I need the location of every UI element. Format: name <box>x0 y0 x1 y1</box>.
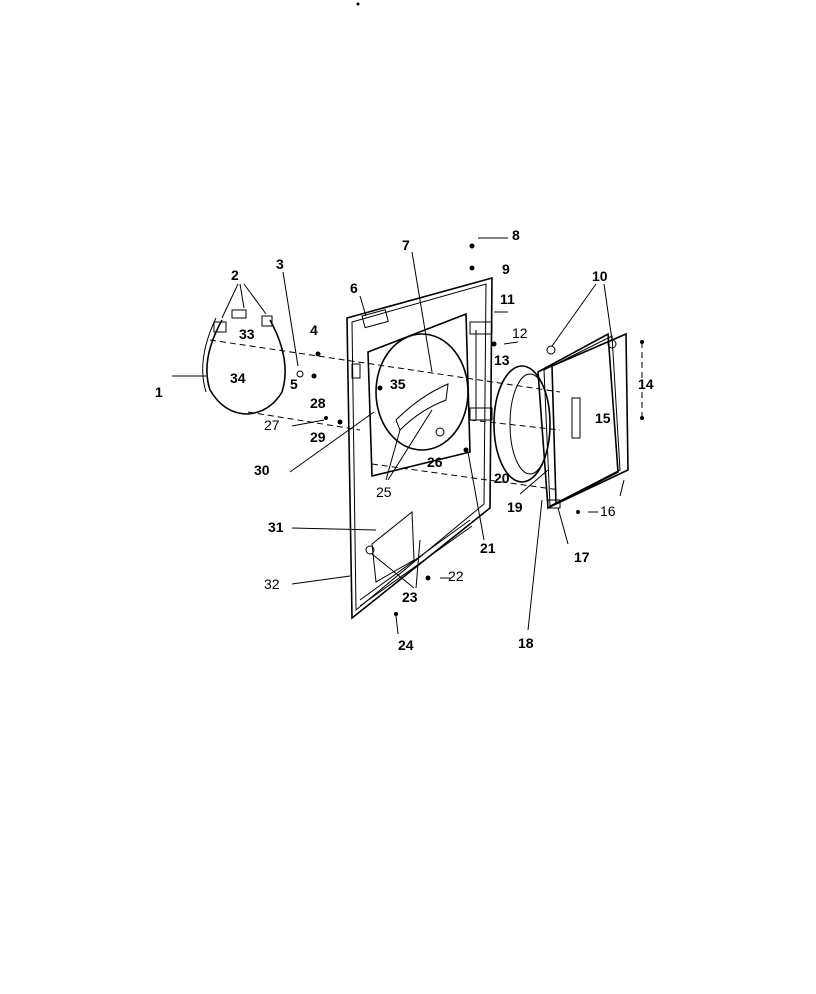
callout-31: 31 <box>268 519 284 535</box>
callout-20: 20 <box>494 470 510 486</box>
callout-9: 9 <box>502 261 510 277</box>
callout-18: 18 <box>518 635 534 651</box>
callout-16: 16 <box>600 503 616 519</box>
callout-25: 25 <box>376 484 392 500</box>
callout-3: 3 <box>276 256 284 272</box>
door <box>537 332 629 510</box>
callout-30: 30 <box>254 462 270 478</box>
callout-1: 1 <box>155 384 163 400</box>
callout-6: 6 <box>350 280 358 296</box>
callout-27: 27 <box>264 417 280 433</box>
callout-15: 15 <box>595 410 611 426</box>
assembly-lines <box>209 339 643 491</box>
callout-12: 12 <box>512 325 528 341</box>
callout-19: 19 <box>507 499 523 515</box>
callout-5: 5 <box>290 376 298 392</box>
callout-28: 28 <box>310 395 326 411</box>
callout-22: 22 <box>448 568 464 584</box>
callout-labels: 1 2 3 4 5 6 7 8 9 10 11 12 13 14 15 16 1… <box>155 227 654 653</box>
callout-17: 17 <box>574 549 590 565</box>
callout-32: 32 <box>264 576 280 592</box>
callout-7: 7 <box>402 237 410 253</box>
callout-29: 29 <box>310 429 326 445</box>
callout-35: 35 <box>390 376 406 392</box>
callout-34: 34 <box>230 370 246 386</box>
callout-33: 33 <box>239 326 255 342</box>
callout-8: 8 <box>512 227 520 243</box>
callout-2: 2 <box>231 267 239 283</box>
fasteners <box>296 243 644 616</box>
front-panel <box>346 276 493 620</box>
callout-4: 4 <box>310 322 318 338</box>
bezel-ring <box>202 309 286 415</box>
callout-14: 14 <box>638 376 654 392</box>
callout-21: 21 <box>480 540 496 556</box>
callout-13: 13 <box>494 352 510 368</box>
leader-lines <box>172 237 625 635</box>
callout-23: 23 <box>402 589 418 605</box>
callout-11: 11 <box>500 291 515 307</box>
callout-26: 26 <box>427 454 443 470</box>
callout-24: 24 <box>398 637 414 653</box>
callout-10: 10 <box>592 268 608 284</box>
